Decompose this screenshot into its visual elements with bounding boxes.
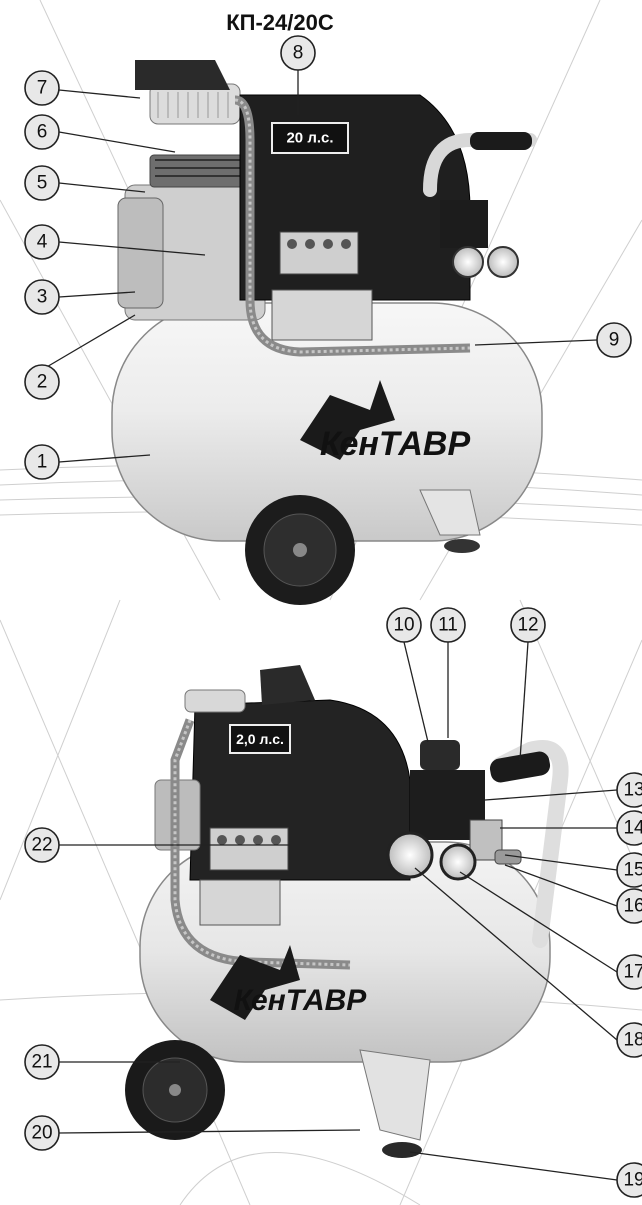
- leader-15: [504, 854, 618, 871]
- top-brand-emblem: [300, 380, 395, 460]
- svg-text:1: 1: [37, 452, 48, 473]
- leader-13: [484, 789, 618, 801]
- leader-6: [58, 131, 176, 153]
- bottom-compressor: 2,0 л.с. КенТАВР: [125, 665, 569, 1158]
- svg-text:3: 3: [37, 287, 48, 308]
- leader-5: [58, 182, 146, 193]
- callout-14: 14: [616, 810, 642, 846]
- callout-15: 15: [616, 852, 642, 888]
- leader-2: [44, 314, 136, 369]
- callout-4: 4: [24, 224, 60, 260]
- top-fan-cover: [135, 60, 230, 90]
- bottom-rubber-pad: [382, 1142, 422, 1158]
- svg-text:18: 18: [623, 1030, 642, 1051]
- leader-1: [58, 454, 151, 463]
- callout-11: 11: [430, 607, 466, 643]
- top-name-plate: [271, 289, 373, 341]
- callout-5: 5: [24, 165, 60, 201]
- top-rubber-pad: [444, 539, 480, 553]
- bottom-handle-frame: [492, 740, 569, 948]
- top-handle: [423, 133, 537, 197]
- svg-text:9: 9: [609, 330, 620, 351]
- leader-16: [504, 864, 618, 907]
- svg-text:19: 19: [623, 1170, 642, 1191]
- svg-text:20: 20: [31, 1123, 52, 1144]
- leader-12: [519, 641, 529, 761]
- svg-text:22: 22: [31, 835, 52, 856]
- bottom-brand-emblem: [210, 945, 300, 1020]
- top-power-badge: [271, 122, 349, 154]
- top-gauge-2: [487, 246, 519, 278]
- svg-text:17: 17: [623, 962, 642, 983]
- bottom-air-filter: [184, 689, 246, 713]
- top-brand-logo: КенТАВР: [320, 425, 471, 463]
- svg-text:6: 6: [37, 122, 48, 143]
- top-front-foot: [419, 489, 481, 536]
- callout-6: 6: [24, 114, 60, 150]
- callout-1: 1: [24, 444, 60, 480]
- callout-3: 3: [24, 279, 60, 315]
- svg-text:13: 13: [623, 780, 642, 801]
- callouts: 1 2 3 4 5 6 7 8 9 10 11 12 13 14 15 16 1…: [24, 35, 642, 1198]
- svg-text:15: 15: [623, 860, 642, 881]
- svg-text:14: 14: [623, 818, 642, 839]
- svg-text:8: 8: [293, 43, 304, 64]
- callout-12: 12: [510, 607, 546, 643]
- bottom-outlet-pressure-gauge: [439, 843, 477, 881]
- callout-18: 18: [616, 1022, 642, 1058]
- callout-22: 22: [24, 827, 60, 863]
- leader-lines: [44, 70, 618, 1181]
- top-gauge-1: [452, 246, 484, 278]
- top-warning-label: [279, 231, 359, 275]
- top-compressor: 20 л.с. КенТАВР: [111, 60, 543, 605]
- svg-text:21: 21: [31, 1052, 52, 1073]
- callout-2: 2: [24, 364, 60, 400]
- callout-8: 8: [280, 35, 316, 71]
- svg-text:11: 11: [438, 615, 458, 636]
- callout-7: 7: [24, 70, 60, 106]
- callout-13: 13: [616, 772, 642, 808]
- callout-16: 16: [616, 888, 642, 924]
- leader-4: [58, 241, 206, 256]
- bottom-power-badge: [229, 724, 291, 754]
- callout-20: 20: [24, 1115, 60, 1151]
- bottom-front-foot: [359, 1049, 431, 1141]
- callout-21: 21: [24, 1044, 60, 1080]
- bottom-warning-label: [209, 827, 289, 871]
- leader-18: [414, 867, 618, 1041]
- callout-9: 9: [596, 322, 632, 358]
- svg-text:5: 5: [37, 173, 48, 194]
- bottom-switch-knob: [420, 740, 460, 770]
- leader-20: [58, 1129, 361, 1134]
- leader-10: [403, 641, 429, 743]
- bottom-tank-pressure-gauge: [386, 831, 434, 879]
- svg-text:12: 12: [517, 615, 538, 636]
- callout-17: 17: [616, 954, 642, 990]
- svg-text:4: 4: [37, 232, 48, 253]
- svg-text:2: 2: [37, 372, 48, 393]
- bottom-name-plate: [199, 879, 281, 926]
- bottom-brand-logo: КенТАВР: [234, 984, 368, 1017]
- leader-19: [409, 1151, 618, 1181]
- bottom-handle-grip: [489, 751, 551, 783]
- top-power-badge-text: 20 л.с.: [286, 130, 333, 147]
- bottom-power-badge-text: 2,0 л.с.: [236, 731, 284, 747]
- leader-9: [474, 339, 598, 346]
- svg-text:10: 10: [393, 615, 414, 636]
- leader-17: [459, 871, 618, 973]
- svg-text:7: 7: [37, 78, 48, 99]
- leader-7: [58, 89, 141, 99]
- callout-19: 19: [616, 1162, 642, 1198]
- leader-3: [58, 291, 136, 298]
- svg-text:16: 16: [623, 896, 642, 917]
- callout-10: 10: [386, 607, 422, 643]
- top-pressure-switch: [440, 200, 488, 248]
- diagram-title: КП-24/20С: [226, 10, 334, 35]
